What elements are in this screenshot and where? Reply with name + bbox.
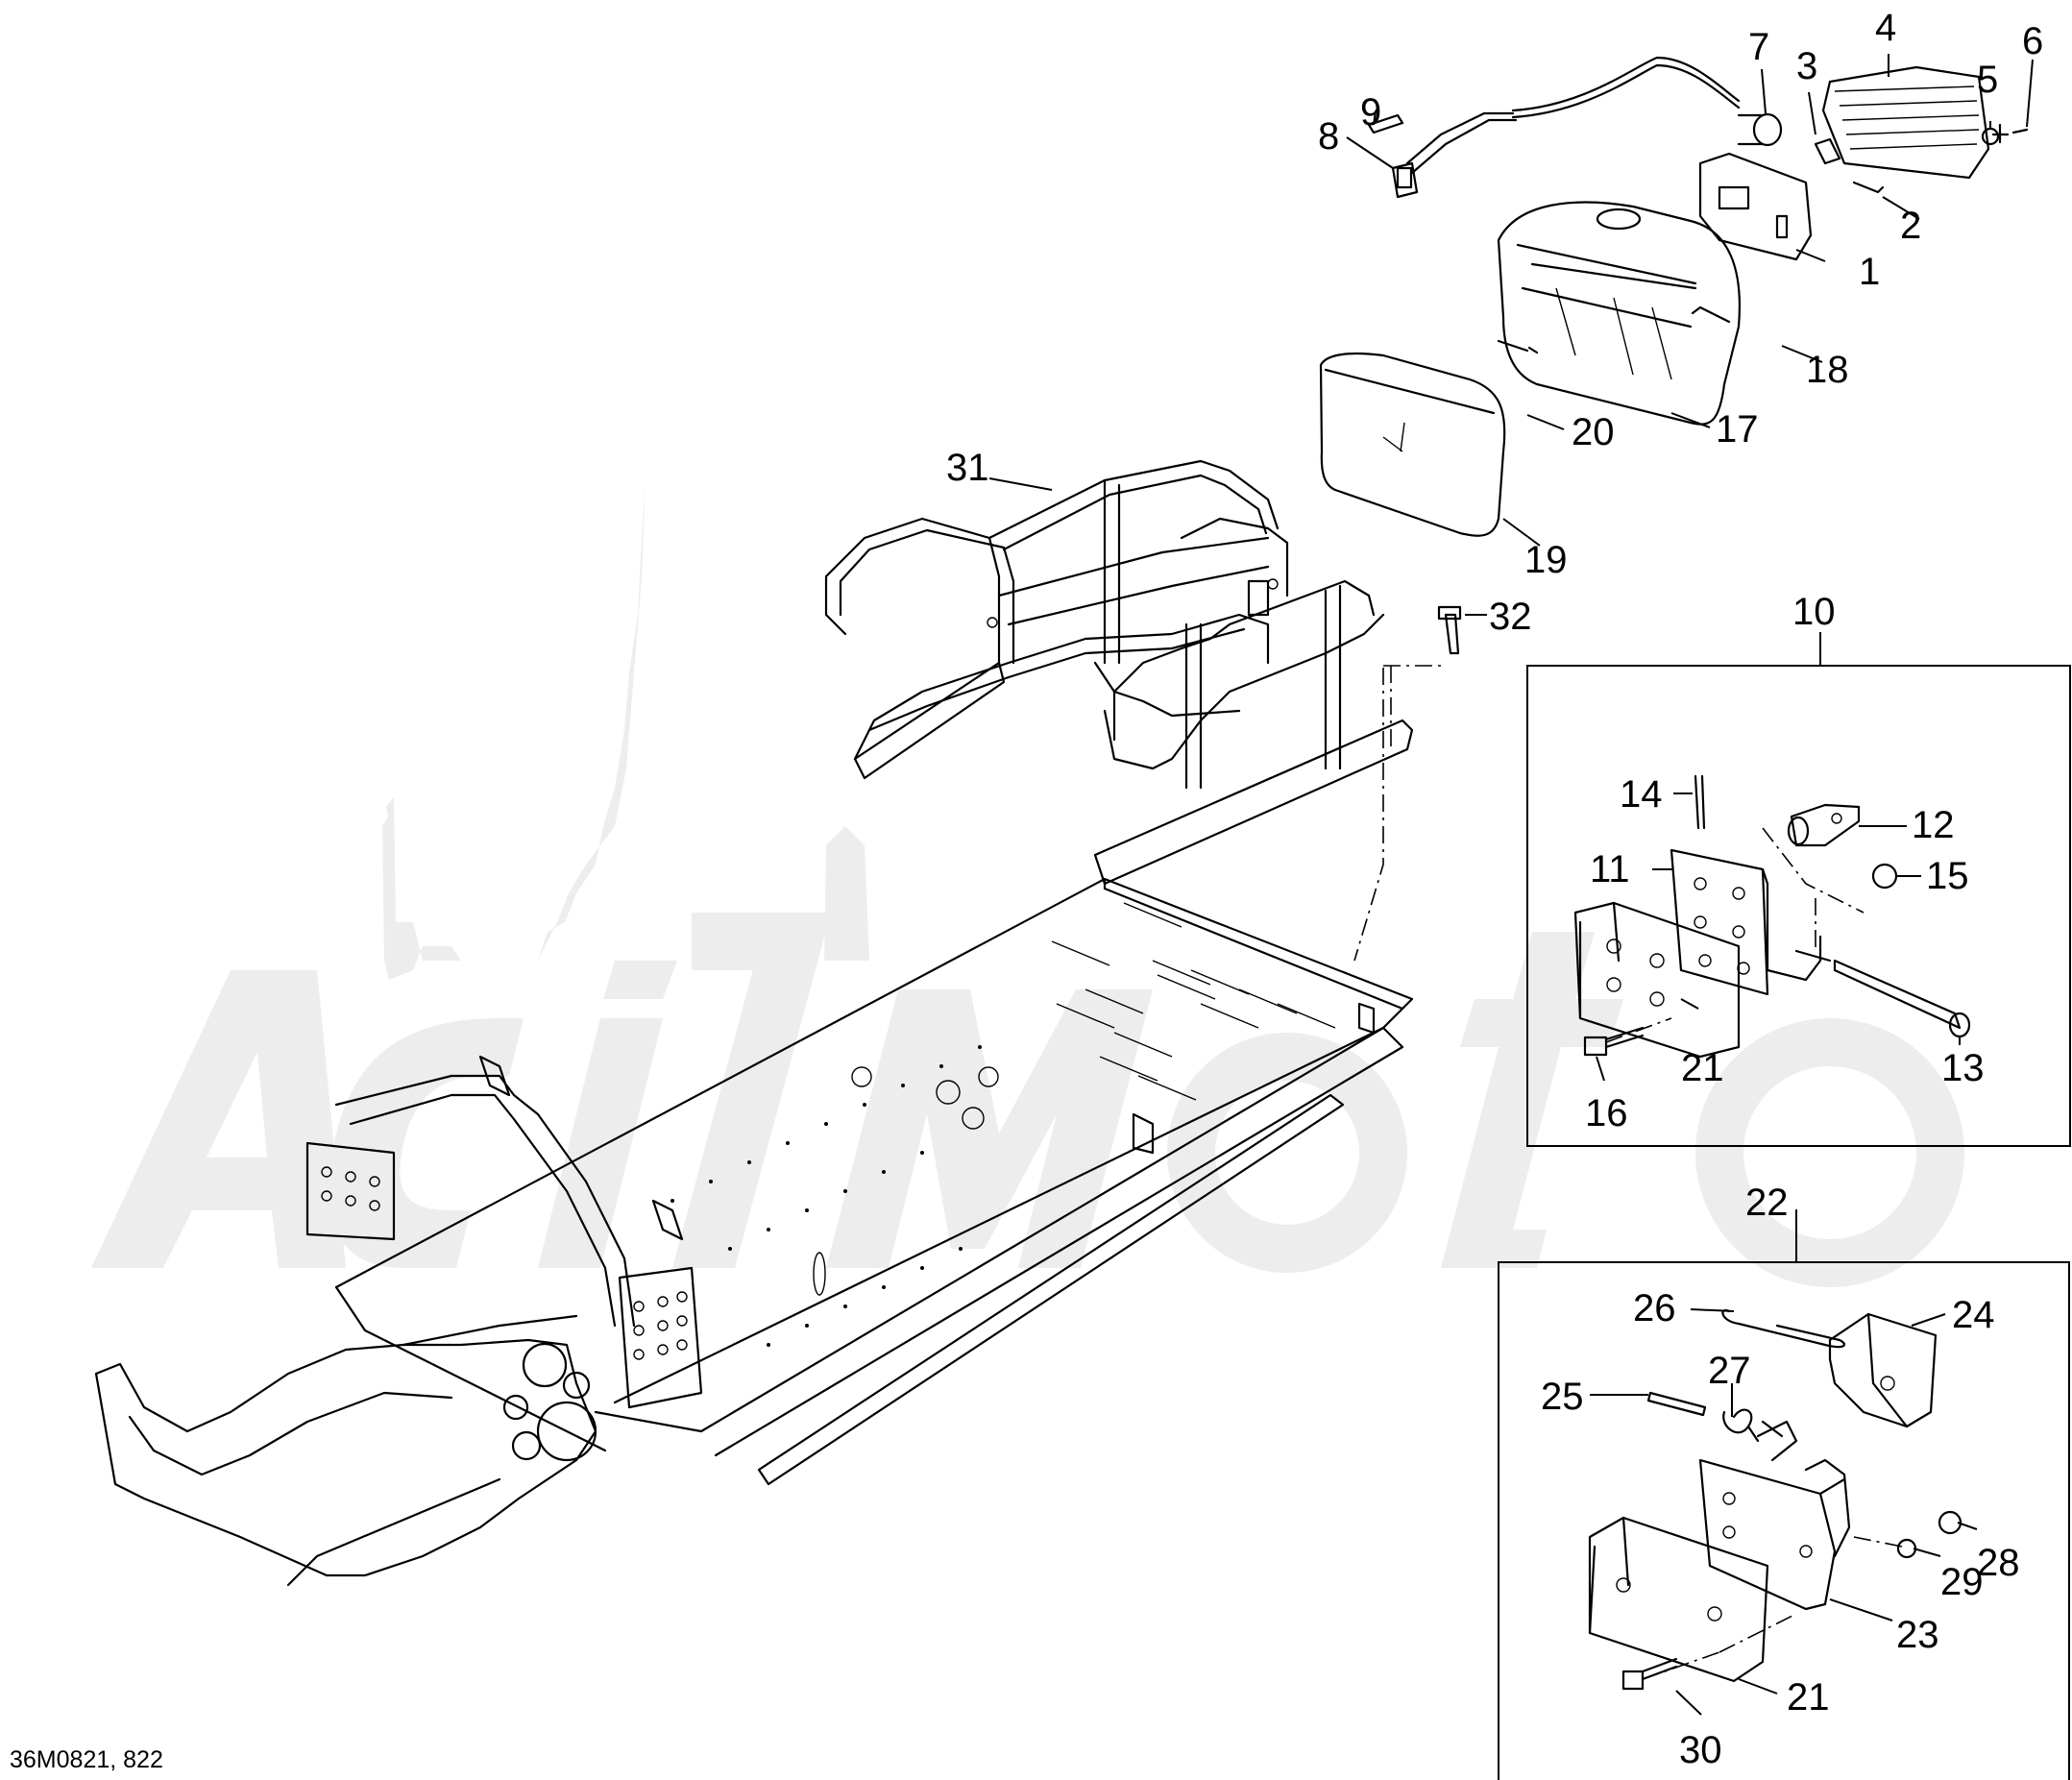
callout-30: 30	[1679, 1729, 1722, 1771]
callout-5: 5	[1977, 59, 1998, 101]
callout-27: 27	[1708, 1350, 1751, 1392]
callout-13: 13	[1941, 1047, 1985, 1089]
callout-14: 14	[1620, 773, 1663, 816]
leader-lines	[988, 54, 2034, 1716]
callout-23: 23	[1896, 1614, 1939, 1656]
watermark	[91, 480, 1964, 1287]
kit-box-22	[1498, 1261, 2070, 1780]
callout-22: 22	[1745, 1182, 1789, 1224]
callout-16: 16	[1585, 1092, 1628, 1134]
callout-24: 24	[1952, 1294, 1995, 1336]
hitch-kit-10	[1573, 774, 1971, 1059]
callout-32: 32	[1489, 596, 1532, 638]
callout-4: 4	[1875, 7, 1896, 49]
callouts: 1 2 3 4 5 6 7 8 9 10 11 12 13 14 15 16 1…	[946, 7, 2043, 1771]
callout-29: 29	[1940, 1561, 1984, 1603]
callout-6: 6	[2022, 20, 2043, 62]
callout-20: 20	[1572, 411, 1615, 453]
assembly-line-32	[1353, 666, 1392, 962]
callout-26: 26	[1633, 1287, 1676, 1329]
callout-1: 1	[1859, 251, 1880, 293]
hitch-kit-22	[1588, 1308, 1962, 1691]
callout-9: 9	[1360, 91, 1381, 134]
callout-12: 12	[1912, 804, 1955, 846]
callout-18: 18	[1806, 349, 1849, 391]
callout-31: 31	[946, 447, 989, 489]
figure-code: 36M0821, 822	[10, 1746, 163, 1773]
callout-7: 7	[1748, 26, 1769, 68]
callout-21-upper: 21	[1681, 1047, 1724, 1089]
luggage-rack	[824, 459, 1414, 886]
callout-28: 28	[1977, 1542, 2020, 1584]
callout-19: 19	[1524, 539, 1568, 581]
callout-11: 11	[1590, 848, 1630, 890]
callout-25: 25	[1541, 1376, 1584, 1418]
callout-15: 15	[1926, 855, 1969, 897]
callout-17: 17	[1716, 408, 1759, 451]
callout-10: 10	[1792, 591, 1836, 633]
kit-box-10	[1526, 665, 2071, 1147]
callout-3: 3	[1796, 45, 1817, 87]
taillight-assembly	[1319, 56, 2029, 537]
bolt-32	[1437, 605, 1462, 655]
callout-2: 2	[1900, 205, 1921, 247]
callout-8: 8	[1318, 115, 1339, 158]
callout-21-lower: 21	[1787, 1676, 1830, 1719]
